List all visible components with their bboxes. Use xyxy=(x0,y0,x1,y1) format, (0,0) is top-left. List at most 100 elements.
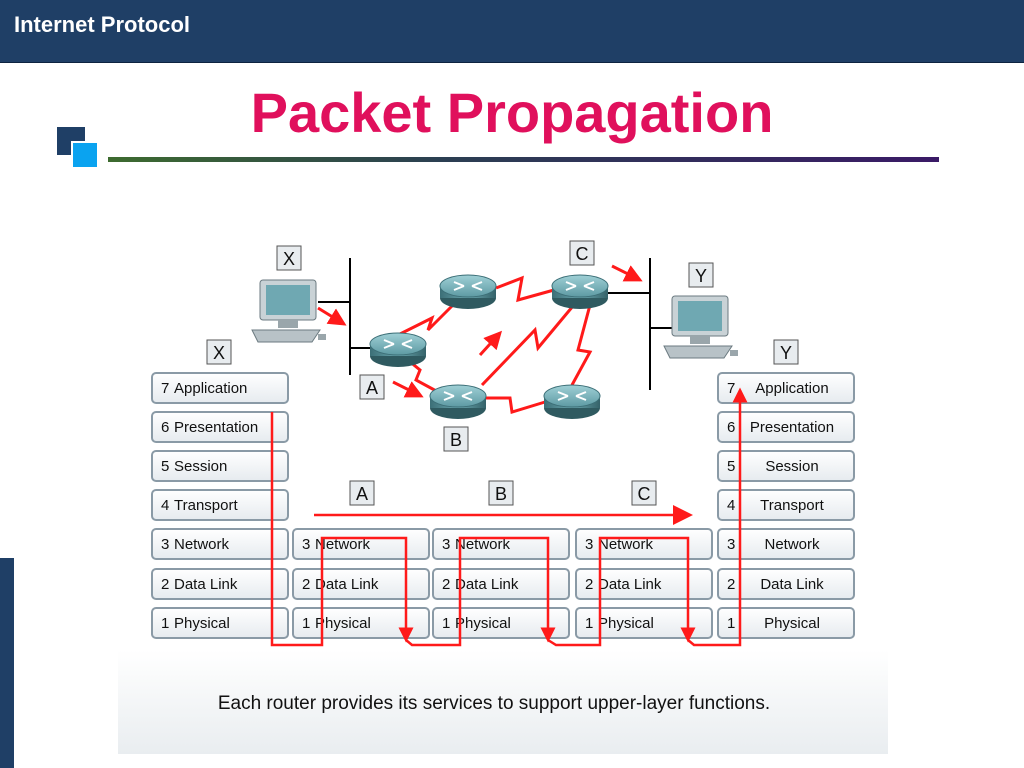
svg-text:B: B xyxy=(450,430,462,450)
router-b-layer-3: 3 Network xyxy=(432,528,570,560)
flow-arrow-a-to-b xyxy=(392,380,424,398)
packet-path-segment-4 xyxy=(687,387,748,647)
layer-number: 2 xyxy=(727,576,735,593)
label-box-a-router: A xyxy=(359,374,385,400)
layer-name: Physical xyxy=(764,615,820,632)
osi-layer-right-4: 4 Transport xyxy=(717,489,855,521)
layer-name: Physical xyxy=(174,615,230,632)
layer-name: Data Link xyxy=(174,576,238,593)
layer-name: Network xyxy=(174,536,230,553)
layer-number: 2 xyxy=(585,576,593,593)
layer-name: Network xyxy=(315,536,371,553)
layer-name: Presentation xyxy=(750,419,834,436)
diagram-caption: Each router provides its services to sup… xyxy=(218,693,770,714)
layer-name: Physical xyxy=(598,615,654,632)
router-a-layer-2: 2 Data Link xyxy=(292,568,430,600)
layer-name: Physical xyxy=(455,615,511,632)
svg-text:X: X xyxy=(283,249,295,269)
svg-text:Y: Y xyxy=(780,343,792,363)
label-box-c-top: C xyxy=(569,240,595,266)
layer-name: Physical xyxy=(315,615,371,632)
layer-number: 3 xyxy=(585,536,593,553)
flow-arrow-x-to-a xyxy=(317,306,347,326)
label-box-b-stack: B xyxy=(488,480,514,506)
router-top-icon xyxy=(439,274,497,310)
serial-link-b-to-c xyxy=(480,299,580,387)
router-c-icon xyxy=(551,274,609,310)
svg-text:B: B xyxy=(495,484,507,504)
svg-text:X: X xyxy=(213,343,225,363)
layer-number: 4 xyxy=(727,497,735,514)
osi-layer-left-5: 5 Session xyxy=(151,450,289,482)
osi-layer-left-1: 1 Physical xyxy=(151,607,289,639)
layer-number: 2 xyxy=(161,576,169,593)
layer-number: 1 xyxy=(442,615,450,632)
layer-name: Data Link xyxy=(598,576,662,593)
layer-number: 2 xyxy=(442,576,450,593)
layer-number: 1 xyxy=(161,615,169,632)
layer-number: 1 xyxy=(302,615,310,632)
router-b-icon xyxy=(429,384,487,420)
layer-name: Data Link xyxy=(315,576,379,593)
layer-name: Data Link xyxy=(455,576,519,593)
osi-layer-right-1: 1 Physical xyxy=(717,607,855,639)
router-b-layer-2: 2 Data Link xyxy=(432,568,570,600)
router-a-icon xyxy=(369,332,427,368)
osi-layer-left-2: 2 Data Link xyxy=(151,568,289,600)
svg-text:A: A xyxy=(366,378,378,398)
layer-name: Transport xyxy=(760,497,824,514)
layer-number: 6 xyxy=(161,419,169,436)
packet-path-segment-2 xyxy=(405,536,556,647)
host-x-computer-icon xyxy=(251,279,326,343)
packet-path-segment-1 xyxy=(270,412,414,647)
label-box-c-stack: C xyxy=(631,480,657,506)
host-y-computer-icon xyxy=(663,295,738,359)
layer-number: 2 xyxy=(302,576,310,593)
layer-name: Application xyxy=(174,380,247,397)
svg-text:C: C xyxy=(576,244,589,264)
packet-path-segment-3 xyxy=(547,536,696,647)
layer-name: Session xyxy=(765,458,818,475)
label-box-a-stack: A xyxy=(349,480,375,506)
layer-number: 1 xyxy=(727,615,735,632)
caption-background xyxy=(118,650,888,754)
layer-number: 3 xyxy=(442,536,450,553)
layer-name: Data Link xyxy=(760,576,824,593)
flow-arrow-b-to-c xyxy=(478,330,503,357)
osi-layer-left-4: 4 Transport xyxy=(151,489,289,521)
layer-name: Network xyxy=(455,536,511,553)
osi-layer-right-2: 2 Data Link xyxy=(717,568,855,600)
layer-name: Application xyxy=(755,380,828,397)
layer-name: Session xyxy=(174,458,227,475)
label-box-y-stack: Y xyxy=(773,339,799,365)
layer-number: 5 xyxy=(161,458,169,475)
flow-arrow-c-to-y xyxy=(611,264,643,282)
svg-text:C: C xyxy=(638,484,651,504)
osi-layer-left-7: 7 Application xyxy=(151,372,289,404)
layer-number: 3 xyxy=(161,536,169,553)
layer-number: 3 xyxy=(302,536,310,553)
layer-name: Transport xyxy=(174,497,238,514)
layer-number: 7 xyxy=(161,380,169,397)
router-a-layer-3: 3 Network xyxy=(292,528,430,560)
header-title: Internet Protocol xyxy=(14,12,191,37)
layer-name: Network xyxy=(598,536,654,553)
router-bottom-icon xyxy=(543,384,601,420)
router-b-layer-1: 1 Physical xyxy=(432,607,570,639)
left-side-bar xyxy=(0,558,14,768)
title-bullet-light-square xyxy=(71,141,99,169)
layer-number: 4 xyxy=(161,497,169,514)
serial-link-c-to-bottom xyxy=(570,304,593,386)
serial-link-b-to-bottom xyxy=(486,396,546,414)
title-underline xyxy=(108,157,939,162)
svg-text:A: A xyxy=(356,484,368,504)
layer-name: Network xyxy=(764,536,820,553)
